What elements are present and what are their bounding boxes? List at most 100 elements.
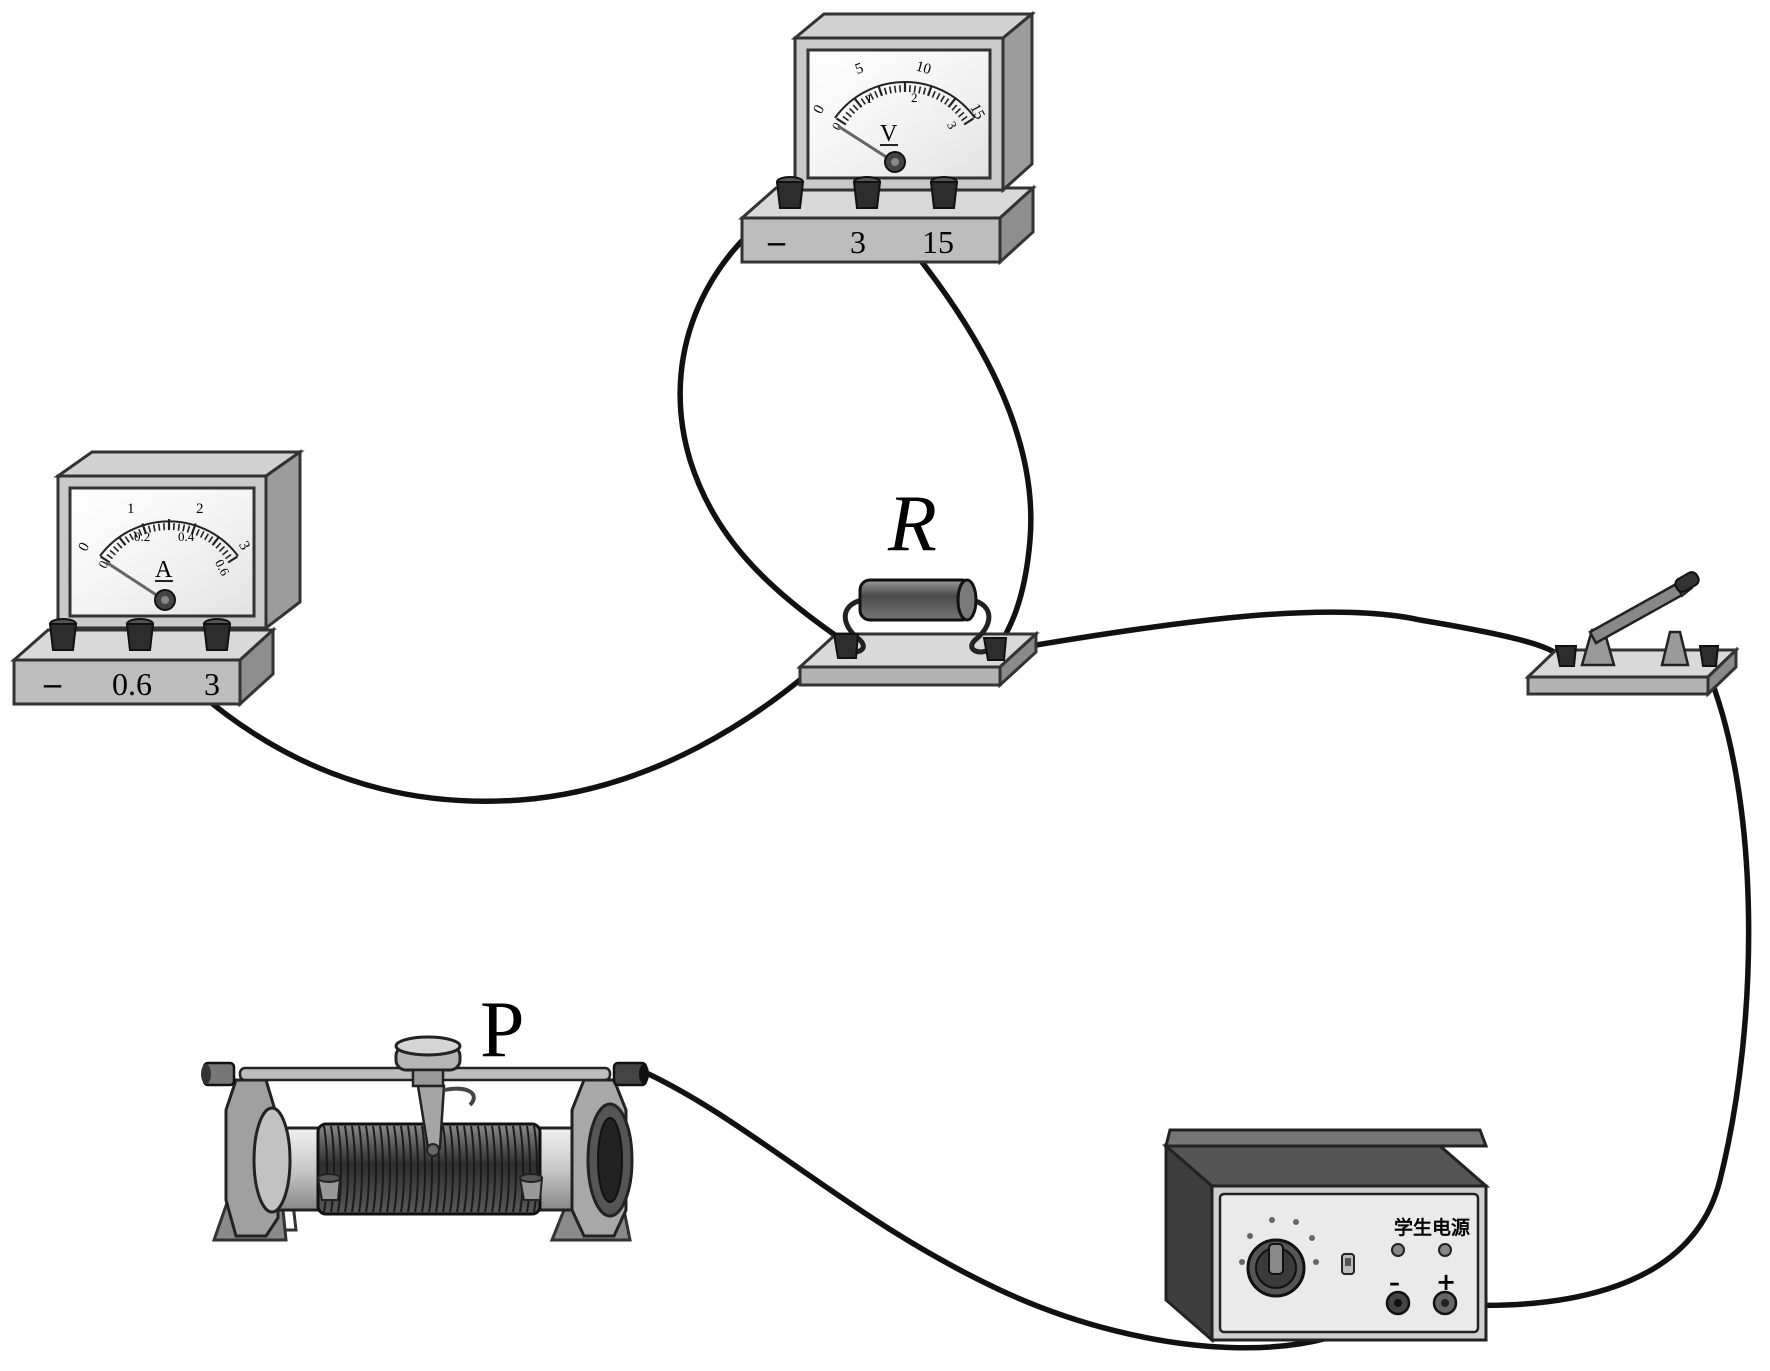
scale-tick (947, 97, 957, 108)
ammeter-terminal-minus[interactable] (48, 618, 78, 651)
switch-terminal-left[interactable] (1554, 645, 1578, 667)
coil-winding (456, 1125, 461, 1213)
coil-winding (393, 1125, 398, 1213)
scale-tick (211, 535, 221, 546)
ammeter-bottom-scale-0.4: 0.4 (178, 529, 195, 544)
voltmeter-bottom-scale-1: 1 (866, 91, 873, 106)
voltmeter-terminal-minus[interactable] (775, 176, 805, 209)
wire-switch-to-supply-plus (1440, 669, 1752, 1309)
coil-winding (484, 1125, 489, 1213)
scale-tick (141, 523, 148, 535)
ammeter-terminal-label-minus: – (43, 665, 62, 702)
wire-resistor-right-to-switch (992, 609, 1570, 668)
wire-voltmeter-3-to-resistor-right (867, 197, 1034, 655)
dial-dot (1247, 1233, 1253, 1239)
scale-tick (224, 553, 232, 560)
switch-terminal-right[interactable] (1698, 645, 1720, 667)
coil-winding (505, 1125, 510, 1213)
ammeter-terminal-0.6[interactable] (125, 618, 155, 651)
scale-tick (204, 533, 210, 541)
scale-tick (951, 104, 958, 111)
scale-tick (935, 92, 941, 100)
dial-dot (1239, 1259, 1245, 1265)
voltmeter-terminal-label-minus: – (767, 223, 786, 260)
voltmeter-tick-marks (836, 81, 974, 126)
scale-tick (926, 85, 933, 97)
resistor-terminal-left[interactable] (832, 633, 860, 659)
coil-winding (372, 1125, 377, 1213)
dial-dot (1309, 1235, 1315, 1241)
supply-terminal-plus[interactable] (1432, 1290, 1458, 1316)
rheostat-terminal-rod-left[interactable] (201, 1061, 236, 1087)
rheostat-terminal-bottom-right[interactable] (518, 1173, 544, 1201)
knob-dial-dots (1239, 1217, 1319, 1265)
scale-tick (147, 525, 152, 533)
scale-tick (922, 87, 927, 95)
scale-tick (152, 524, 156, 532)
wire-voltmeter-minus-to-resistor-left (677, 197, 845, 643)
scale-tick (157, 523, 161, 531)
coil-winding (386, 1125, 391, 1213)
coil-winding (407, 1125, 412, 1213)
scale-tick (222, 549, 229, 556)
scale-tick (874, 90, 879, 98)
scale-tick (117, 535, 127, 546)
scale-tick (963, 117, 974, 126)
scale-tick (218, 546, 226, 553)
power-supply-title: 学生电源 (1394, 1216, 1470, 1239)
voltmeter-symbol: V (880, 121, 898, 147)
coil-winding (449, 1125, 454, 1213)
scale-tick (100, 555, 111, 564)
coil-winding (400, 1125, 405, 1213)
coil-winding (498, 1125, 503, 1213)
scale-tick (918, 86, 922, 94)
coil-winding (470, 1125, 475, 1213)
voltmeter-terminal-label-3: 3 (850, 224, 866, 260)
supply-terminal-minus[interactable] (1385, 1290, 1411, 1316)
scale-tick (954, 108, 962, 115)
voltage-knob[interactable] (1246, 1238, 1306, 1298)
coil-winding (512, 1125, 517, 1213)
voltmeter-terminal-15[interactable] (929, 176, 959, 209)
resistor-body[interactable] (858, 578, 974, 622)
rheostat-slider-p[interactable] (394, 1035, 476, 1157)
supply-plus-label: + (1436, 1268, 1456, 1296)
voltmeter-terminal-3[interactable] (852, 176, 882, 209)
coil-winding (344, 1125, 349, 1213)
coil-winding (330, 1125, 335, 1213)
coil-winding (519, 1125, 524, 1213)
voltmeter-top-scale-10: 10 (914, 59, 933, 78)
coil-winding (526, 1125, 531, 1213)
lamp-right (1438, 1243, 1452, 1257)
coil-winding (379, 1125, 384, 1213)
scale-tick (112, 546, 120, 553)
slider-label: P (480, 986, 525, 1074)
coil-winding (477, 1125, 482, 1213)
dial-dot (1313, 1259, 1319, 1265)
coil-winding (533, 1125, 538, 1213)
resistor-terminal-right[interactable] (982, 637, 1008, 661)
coil-winding (365, 1125, 370, 1213)
ammeter-terminal-3[interactable] (202, 618, 232, 651)
rheostat-terminal-rod-right[interactable] (612, 1061, 649, 1087)
voltmeter: 0 5 10 15 0 1 2 3 V – 3 15 (738, 10, 1037, 266)
scale-tick (853, 97, 863, 108)
coil-windings (323, 1125, 538, 1213)
switch-blade[interactable] (1588, 570, 1701, 645)
scale-tick (869, 92, 875, 100)
wires (135, 197, 1752, 1351)
scale-tick (877, 85, 884, 97)
coil-winding (358, 1125, 363, 1213)
scale-tick (913, 85, 917, 93)
scale-tick (199, 530, 205, 538)
resistor: R (796, 480, 1040, 689)
voltmeter-top-scale-15: 15 (966, 101, 987, 122)
scale-tick (182, 524, 186, 532)
scale-tick (848, 108, 856, 115)
ammeter: 0 1 2 3 0 0.2 0.4 0.6 A – 0.6 3 (10, 449, 305, 708)
coil-winding (421, 1125, 426, 1213)
rheostat-terminal-bottom-left[interactable] (316, 1173, 342, 1201)
voltmeter-terminal-label-15: 15 (922, 224, 954, 260)
scale-tick (116, 542, 123, 549)
